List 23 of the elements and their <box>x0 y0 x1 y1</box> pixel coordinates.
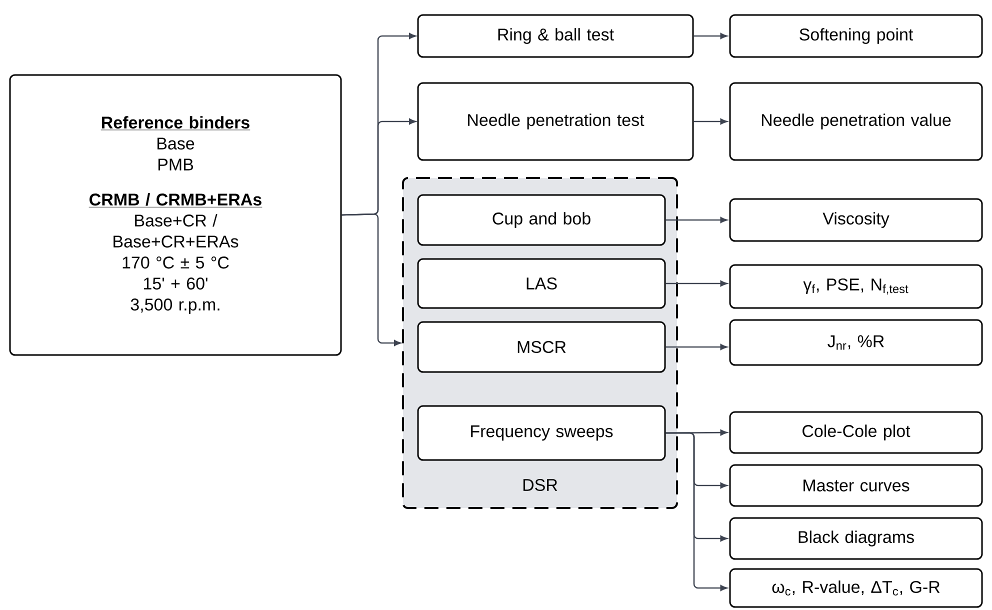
result-box: J$_{nr}$, %R <box>729 319 983 366</box>
result-box: Needle penetration value <box>729 82 983 161</box>
arrow <box>666 432 728 591</box>
test-box: Ring & ball test <box>417 14 694 58</box>
arrow <box>666 217 728 223</box>
test-box: Cup and bob <box>417 194 666 246</box>
result-box: Master curves <box>729 464 983 507</box>
result-box: Viscosity <box>729 198 983 242</box>
result-box: Black diagrams <box>729 517 983 560</box>
test-box: LAS <box>417 258 666 309</box>
input-box: Reference binders Base PMB CRMB / CRMB+ERAs Base+CR / Base+CR+ERAs 170 °C ± 5 °C 15' + 60' 3,500 r.p.m. <box>9 74 342 356</box>
arrow <box>342 213 402 346</box>
arrow <box>666 344 728 350</box>
arrow <box>694 33 728 39</box>
test-box: Frequency sweeps <box>417 405 666 461</box>
test-box: Needle penetration test <box>417 82 694 161</box>
arrow <box>666 280 728 286</box>
result-box: ω$_{c}$, R-value, ΔT$_{c}$, G-R <box>729 568 983 608</box>
result-box: Cole-Cole plot <box>729 411 983 454</box>
result-box: Softening point <box>729 14 983 58</box>
result-box: γ$_{f}$, PSE, N$_{f,test}$ <box>729 264 983 309</box>
test-box: MSCR <box>417 321 666 373</box>
arrow <box>694 118 728 124</box>
